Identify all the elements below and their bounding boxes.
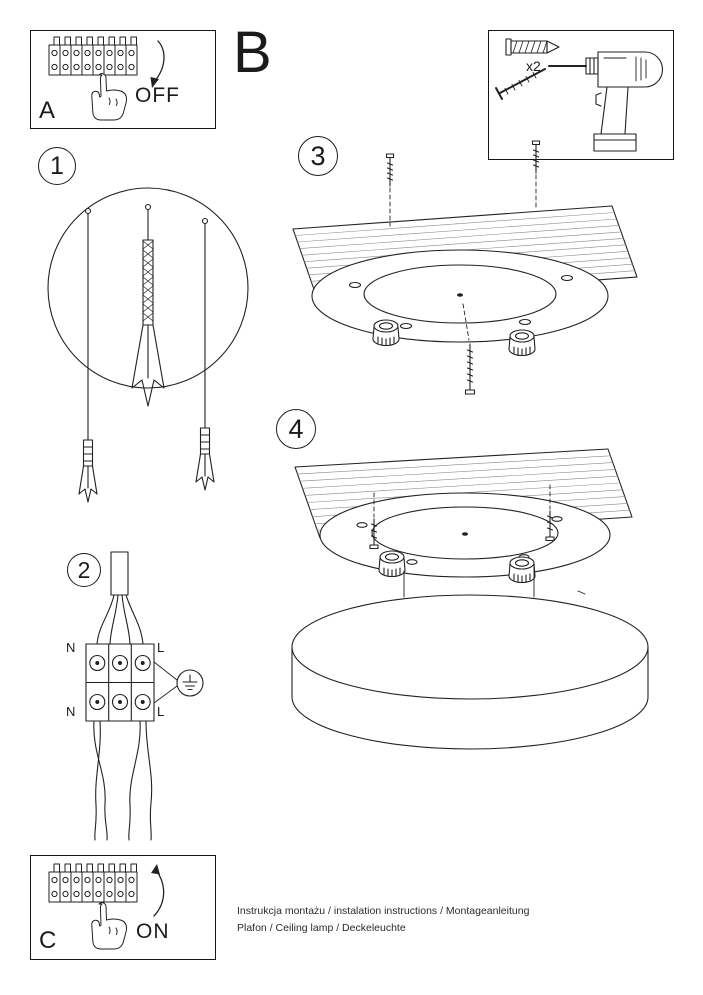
terminal-l-bottom-label: L: [157, 704, 165, 719]
lamp-socket-left: [378, 550, 406, 578]
anchor-right: [195, 217, 215, 491]
step-1-badge: 1: [38, 147, 76, 185]
mounting-ring: [319, 492, 611, 578]
panel-c-letter: C: [39, 927, 57, 954]
mounting-screw-left: [385, 153, 395, 187]
wall-plug-icon: [505, 38, 560, 56]
on-label: ON: [136, 920, 170, 943]
center-screw: [464, 343, 476, 395]
screw-count-label: x2: [526, 58, 541, 74]
screw-icon: [495, 68, 546, 100]
step-2-number: 2: [77, 556, 91, 583]
wiring-diagram-illustration: [85, 551, 204, 841]
terminal-block: [85, 643, 155, 722]
drill-icon: [548, 51, 664, 152]
step-2-badge: 2: [67, 553, 101, 587]
arrow-down-icon: [150, 40, 165, 88]
footer-caption: Instrukcja montażu / instalation instruc…: [237, 903, 529, 937]
step-1-number: 1: [50, 151, 64, 180]
lamp-socket-right: [508, 329, 536, 357]
footer-line-2: Plafon / Ceiling lamp / Deckeleuchte: [237, 922, 406, 934]
arrow-up-icon: [151, 864, 165, 917]
breaker-off-illustration: [48, 36, 165, 121]
step-3-number: 3: [310, 140, 326, 171]
mounting-screw-right: [531, 140, 541, 174]
power-off-panel: OFF A: [30, 30, 216, 129]
anchor-left: [78, 207, 98, 503]
step-3-badge: 3: [298, 136, 338, 176]
section-b-letter: B: [233, 20, 272, 85]
mounting-ring: [311, 249, 609, 343]
breaker-on-illustration: [48, 863, 165, 950]
terminal-l-top-label: L: [157, 640, 165, 655]
hand-icon: [91, 902, 127, 950]
terminal-strip-icon: [48, 863, 138, 903]
terminal-strip-icon: [48, 36, 138, 76]
earth-symbol-icon: [153, 661, 204, 704]
off-label: OFF: [135, 84, 180, 107]
anchors-detail-illustration: [47, 187, 249, 503]
tools-illustration: [495, 38, 664, 152]
panel-a-letter: A: [39, 97, 56, 124]
lamp-socket-right: [508, 556, 536, 584]
footer-line-1: Instrukcja montażu / instalation instruc…: [237, 905, 530, 917]
power-on-panel: ON C: [30, 855, 216, 960]
magnifier-circle: [47, 187, 249, 389]
cable-sheath: [110, 551, 129, 596]
shade-mounting-illustration: [291, 448, 649, 750]
terminal-n-bottom-label: N: [66, 704, 76, 719]
lamp-shade: [291, 594, 649, 750]
step-4-badge: 4: [276, 409, 316, 449]
canopy-mounting-illustration: [292, 140, 638, 395]
terminal-n-top-label: N: [66, 640, 76, 655]
hand-icon: [91, 73, 127, 121]
anchor-center-zoom: [131, 203, 165, 407]
tools-panel: x2: [488, 30, 674, 160]
lamp-socket-left: [372, 319, 400, 347]
step-4-number: 4: [288, 413, 304, 444]
